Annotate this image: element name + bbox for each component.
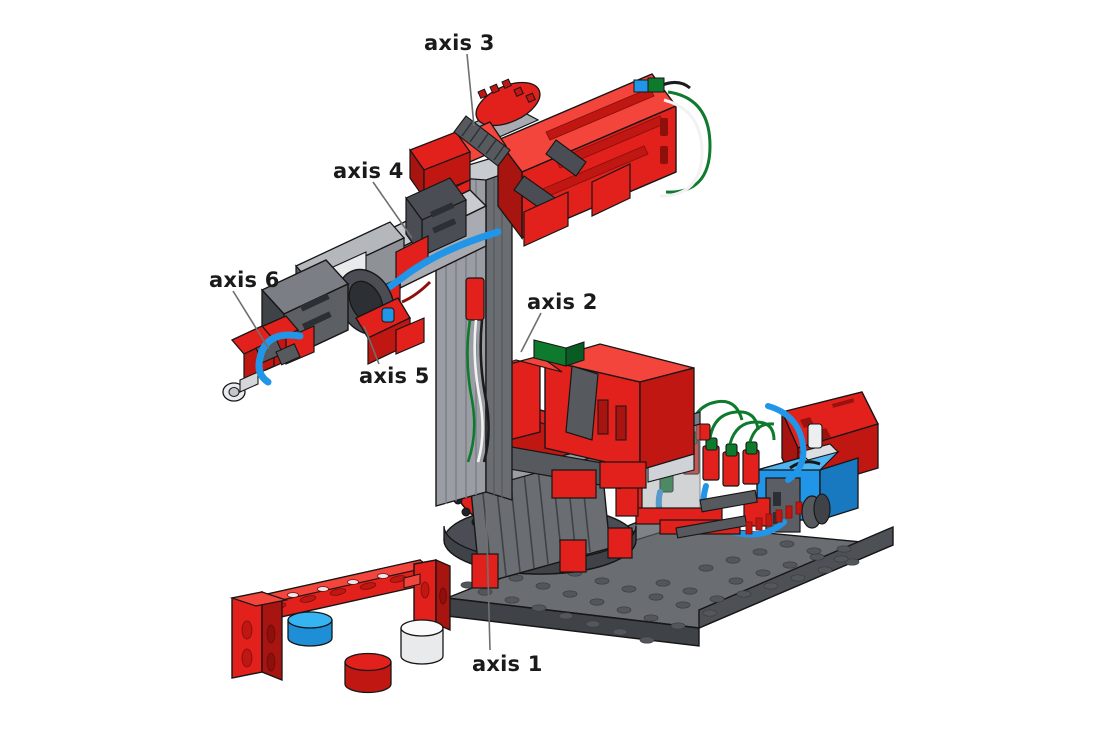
leader-axis5 [363, 325, 380, 365]
callout-axis3: axis 3 [424, 31, 495, 55]
callout-axis1: axis 1 [472, 652, 543, 676]
wrist [337, 268, 425, 365]
leader-axis3 [466, 53, 475, 127]
crossbar [229, 559, 451, 681]
base-plate [446, 520, 894, 647]
gripper-nozzle [222, 371, 259, 402]
callout-axis4: axis 4 [333, 159, 404, 183]
callout-axis5: axis 5 [359, 364, 430, 388]
puck-white [400, 619, 444, 665]
bellows [453, 115, 511, 167]
leader-axis1 [485, 499, 491, 651]
column [431, 157, 522, 507]
shoulder-block [493, 339, 695, 499]
leader-axis2 [520, 312, 542, 353]
puck-red [344, 652, 392, 694]
leader-lines [232, 53, 542, 651]
leader-axis4 [372, 181, 413, 239]
callout-axis6: axis 6 [209, 268, 280, 292]
gripper [222, 259, 350, 402]
leader-axis6 [232, 290, 270, 350]
callout-axis2: axis 2 [527, 290, 598, 314]
puck-blue [287, 611, 333, 647]
